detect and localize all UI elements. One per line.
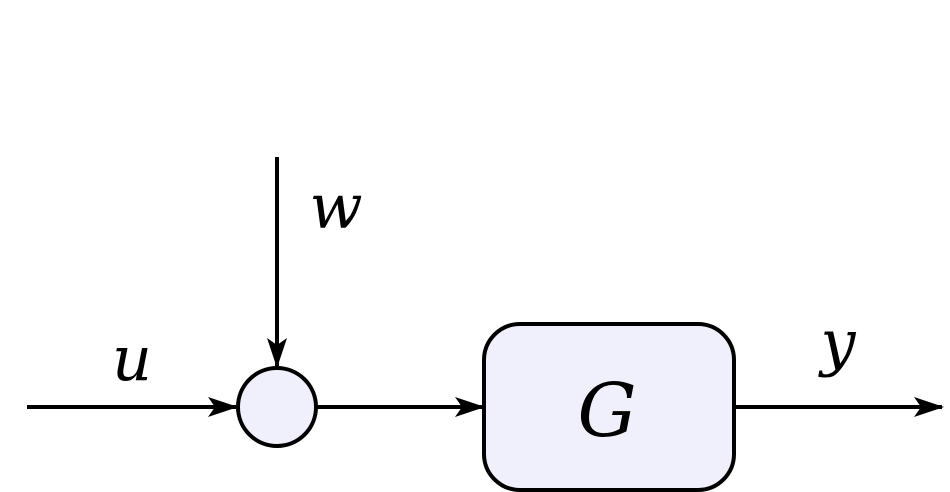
- output-label-y: y: [817, 306, 856, 379]
- plant-label-g: G: [577, 368, 636, 454]
- summing-junction: [236, 366, 318, 448]
- plant-block: [482, 322, 736, 492]
- input-label-u: u: [112, 322, 152, 395]
- disturbance-label-w: w: [309, 170, 362, 243]
